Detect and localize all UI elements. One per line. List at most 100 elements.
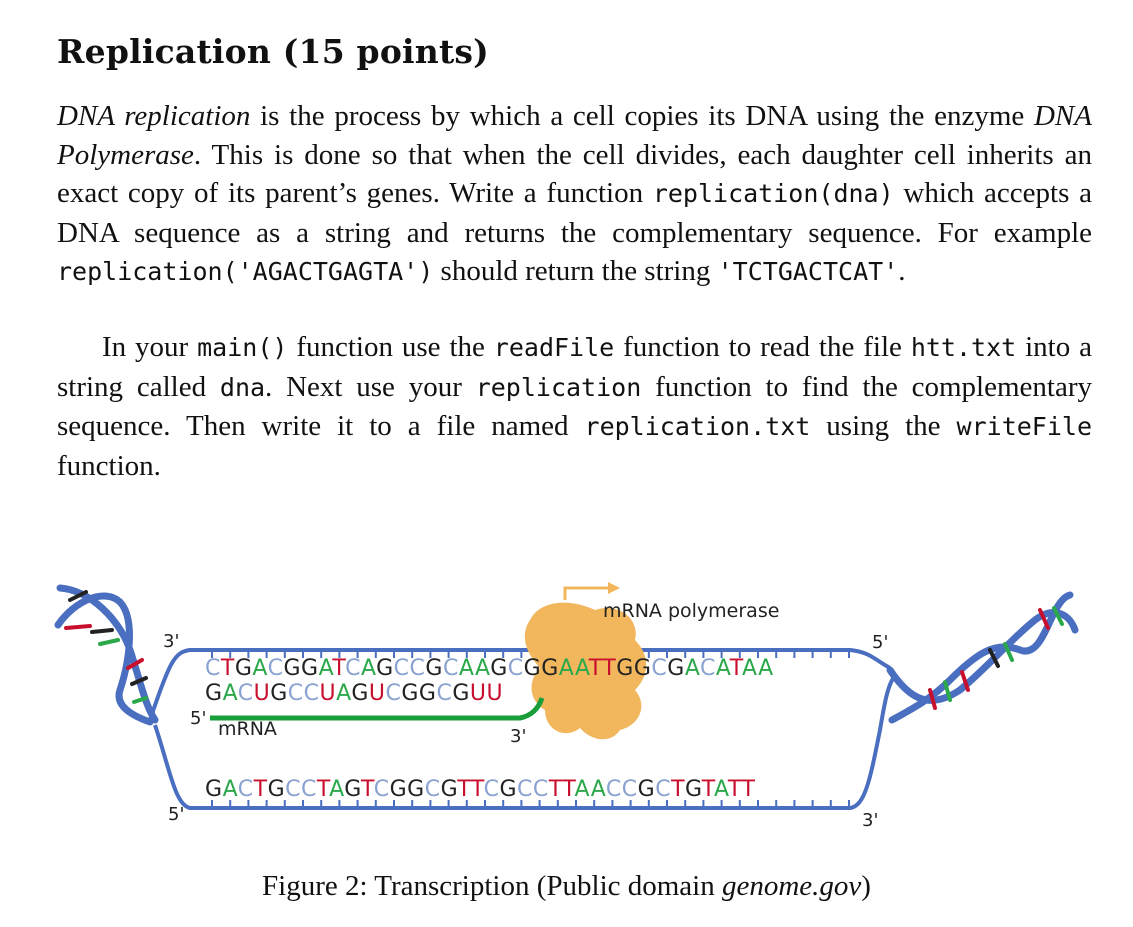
nucleotide: A	[459, 656, 475, 681]
nucleotide: G	[376, 656, 394, 681]
nucleotide: T	[456, 777, 471, 802]
nucleotide: A	[252, 656, 267, 681]
nucleotide: C	[436, 681, 452, 706]
text-run: function.	[57, 449, 161, 482]
nucleotide: G	[616, 656, 634, 681]
nucleotide: T	[548, 777, 563, 802]
code-function-signature: replication(dna)	[652, 179, 894, 208]
nucleotide: C	[622, 777, 638, 802]
nucleotide: A	[559, 656, 575, 681]
nucleotide: G	[685, 777, 702, 802]
text-run: which accepts a DNA sequence as a string…	[57, 177, 1092, 249]
nucleotide: G	[425, 656, 443, 681]
nucleotide: A	[223, 681, 238, 706]
label-3prime-bottom-right: 3'	[862, 810, 878, 830]
nucleotide: A	[716, 656, 731, 681]
nucleotide: A	[336, 681, 351, 706]
nucleotide: G	[407, 777, 425, 802]
nucleotide: A	[575, 777, 591, 802]
nucleotide: G	[441, 777, 458, 802]
nucleotide: C	[508, 656, 524, 681]
nucleotide: T	[470, 777, 485, 802]
nucleotide: T	[588, 656, 603, 681]
nucleotide: C	[238, 777, 254, 802]
nucleotide: U	[254, 681, 271, 706]
label-5prime-top-right: 5'	[872, 632, 888, 653]
nucleotide: A	[329, 777, 344, 802]
paragraph-replication-description: DNA replication is the process by which …	[57, 97, 1092, 292]
bottom-strand-backbone	[153, 673, 897, 810]
text-run: In your	[102, 331, 198, 363]
nucleotide: G	[401, 681, 419, 706]
nucleotide: G	[634, 656, 652, 681]
nucleotide: C	[301, 777, 317, 802]
nucleotide: C	[533, 777, 549, 802]
nucleotide: C	[285, 777, 301, 802]
nucleotide: U	[470, 681, 487, 706]
nucleotide: U	[369, 681, 386, 706]
nucleotide: T	[740, 777, 755, 802]
polymerase-label: mRNA polymerase	[603, 600, 779, 622]
top-strand-sequence: CTGACGGATCAGCCGCAAGCGGAATTGGCGACATAA	[205, 656, 774, 681]
nucleotide: C	[700, 656, 716, 681]
text-run: .	[898, 255, 906, 287]
nucleotide: G	[419, 681, 437, 706]
nucleotide: T	[331, 656, 346, 681]
caption-source: genome.gov	[721, 870, 862, 902]
nucleotide: C	[484, 777, 500, 802]
nucleotide: G	[301, 656, 319, 681]
nucleotide: C	[425, 777, 441, 802]
nucleotide: T	[670, 777, 685, 802]
nucleotide: C	[205, 656, 221, 681]
nucleotide: C	[410, 656, 426, 681]
nucleotide: A	[591, 777, 606, 802]
nucleotide: G	[351, 681, 369, 706]
bottom-strand-ticks	[211, 800, 850, 808]
text-run: function use the	[287, 331, 494, 363]
code-writefile: writeFile	[956, 412, 1093, 441]
code-output-filename: replication.txt	[584, 412, 811, 441]
text-run: should return the string	[433, 255, 718, 287]
nucleotide: C	[606, 777, 622, 802]
nucleotide: A	[361, 656, 376, 681]
nucleotide: C	[655, 777, 671, 802]
rna-polymerase-shape	[524, 582, 647, 740]
nucleotide: G	[499, 777, 517, 802]
nucleotide: U	[320, 681, 337, 706]
code-main: main()	[197, 333, 288, 362]
nucleotide: C	[304, 681, 320, 706]
nucleotide: A	[714, 777, 729, 802]
text-run: function to read the file	[614, 331, 911, 363]
code-dna-variable: dna	[219, 372, 266, 402]
text-run: . This is done so that when the cell div…	[57, 138, 1092, 210]
nucleotide: T	[701, 777, 716, 802]
nucleotide: G	[541, 656, 559, 681]
bottom-strand-sequence: GACTGCCTAGTCGGCGTTCGCCTTAACCGCTGTATT	[205, 777, 755, 802]
nucleotide: U	[487, 681, 504, 706]
nucleotide: T	[601, 656, 616, 681]
nucleotide: T	[561, 777, 576, 802]
nucleotide: A	[758, 656, 774, 681]
nucleotide: A	[685, 656, 700, 681]
figure-caption: Figure 2: Transcription (Public domain g…	[0, 870, 1133, 903]
nucleotide: G	[205, 681, 223, 706]
mrna-backbone	[210, 697, 545, 721]
nucleotide: T	[360, 777, 375, 802]
code-readfile: readFile	[493, 333, 615, 362]
nucleotide: G	[452, 681, 470, 706]
text-run: using the	[810, 410, 957, 442]
nucleotide: G	[270, 681, 288, 706]
nucleotide: T	[316, 777, 331, 802]
nucleotide: T	[729, 656, 744, 681]
code-input-filename: htt.txt	[910, 333, 1017, 362]
mrna-sequence: GACUGCCUAGUCGGCGUU	[205, 681, 503, 706]
nucleotide: A	[223, 777, 238, 802]
nucleotide: G	[390, 777, 408, 802]
paragraph-main-instructions: In your main() function use the readFile…	[57, 328, 1092, 485]
nucleotide: G	[283, 656, 301, 681]
caption-suffix: )	[861, 870, 871, 902]
nucleotide: G	[235, 656, 253, 681]
label-3prime-top-left: 3'	[163, 631, 179, 652]
term-dna-replication: DNA replication	[57, 100, 251, 132]
